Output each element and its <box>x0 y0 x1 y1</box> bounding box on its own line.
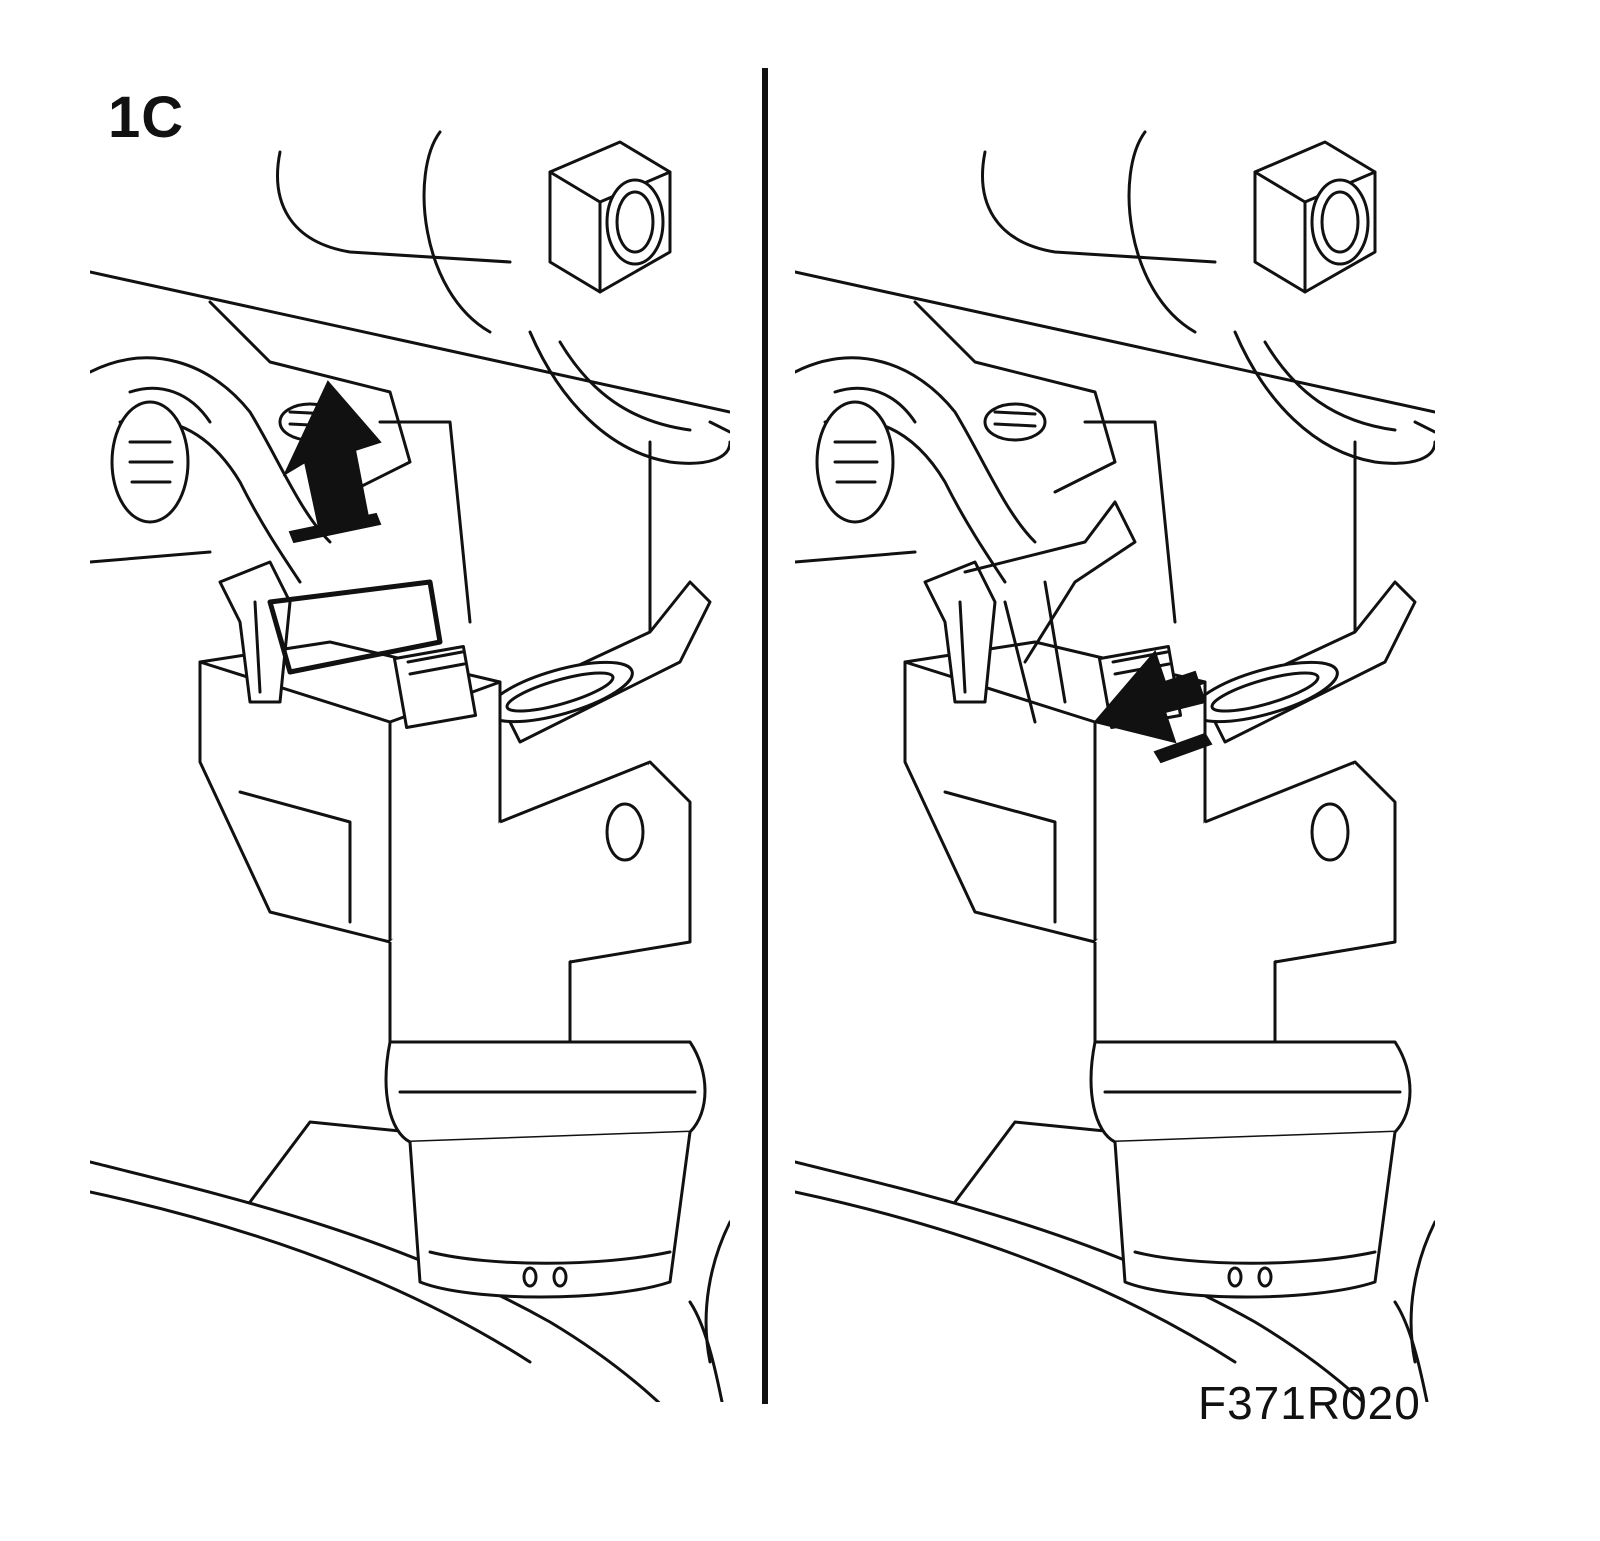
figure-code: F371R020 <box>1198 1377 1421 1429</box>
push-arrow-icon <box>1093 650 1207 744</box>
left-panel-illustration <box>90 130 730 1402</box>
up-arrow-icon <box>282 380 382 534</box>
step-label: 1C <box>108 85 185 150</box>
right-panel-illustration <box>795 130 1435 1402</box>
